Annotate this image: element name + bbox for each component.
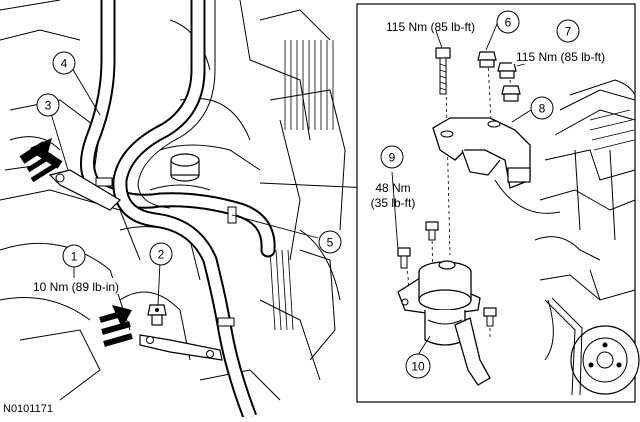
svg-text:3: 3 (45, 99, 52, 113)
callout-10: 10 (405, 353, 431, 379)
reservoir-cap-icon (170, 153, 200, 182)
callout-3: 3 (36, 93, 60, 117)
mount-bolt-small-icon (483, 307, 497, 327)
callout-8: 8 (530, 96, 554, 120)
direction-arrow-lower-icon (99, 305, 133, 347)
svg-text:9: 9 (389, 151, 396, 165)
svg-text:4: 4 (61, 57, 68, 71)
nut-icon (497, 62, 517, 79)
nut-icon (501, 85, 521, 102)
mount-bolt-small-icon (397, 247, 411, 269)
engine-mount-assembly (397, 260, 491, 386)
svg-text:7: 7 (565, 25, 572, 39)
callout-1: 1 (62, 244, 86, 268)
hose-bracket (48, 169, 223, 361)
direction-arrow-upper-icon (19, 138, 63, 183)
callout-9: 9 (380, 145, 404, 169)
svg-text:5: 5 (327, 236, 334, 250)
figure-id: N0101171 (3, 403, 53, 415)
callout-7: 7 (556, 19, 580, 43)
torque-label-9-line2: (35 lb-ft) (371, 196, 416, 210)
torque-label-7: 115 Nm (85 lb-ft) (516, 50, 605, 64)
svg-text:10: 10 (411, 360, 425, 374)
torque-label-9-line1: 48 Nm (375, 181, 410, 195)
torque-label-1: 10 Nm (89 lb-in) (33, 280, 119, 294)
callout-4: 4 (52, 51, 76, 75)
leader-lines-left (49, 67, 371, 306)
mount-bolt-small-icon (425, 221, 439, 241)
right-mount-detail-view (397, 47, 640, 396)
torque-label-1-bg (30, 278, 122, 294)
svg-text:2: 2 (158, 248, 165, 262)
left-engine-bay-view (0, 0, 346, 420)
mount-bolt-long-icon (435, 47, 451, 95)
svg-text:1: 1 (71, 250, 78, 264)
callout-2: 2 (149, 242, 173, 266)
torque-label-7-bg (512, 50, 618, 64)
svg-text:8: 8 (539, 102, 546, 116)
pulley-icon (570, 325, 640, 395)
nut-icon (477, 51, 497, 68)
torque-label-6: 115 Nm (85 lb-ft) (386, 20, 475, 34)
bolt-icon (147, 304, 167, 326)
svg-text:6: 6 (505, 16, 512, 30)
callout-5: 5 (318, 230, 342, 254)
mount-upper-bracket (432, 117, 531, 189)
callout-6: 6 (496, 10, 520, 34)
coolant-hoses (80, 0, 276, 420)
